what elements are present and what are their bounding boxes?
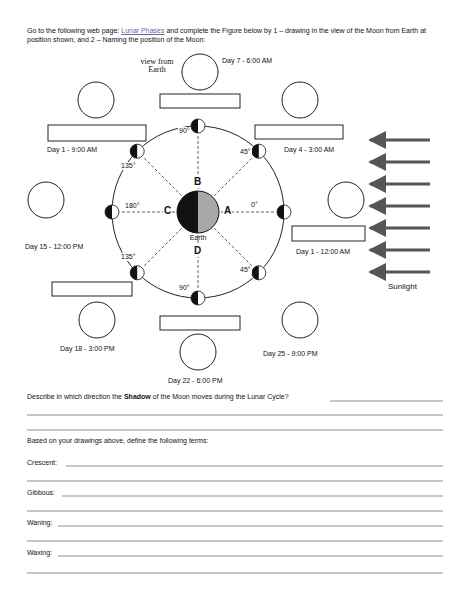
day-label: Day 15 - 12:00 PM bbox=[25, 243, 83, 251]
position-letter: B bbox=[193, 176, 202, 188]
position-letter: A bbox=[223, 205, 232, 217]
answer-lines bbox=[27, 401, 443, 573]
day-label: Day 1 - 9:00 AM bbox=[47, 146, 97, 154]
question-text: Describe in which direction the bbox=[27, 393, 122, 400]
day-label: Day 25 - 9:00 PM bbox=[263, 350, 317, 358]
moon-symbols bbox=[105, 119, 291, 305]
sunlight-arrows bbox=[370, 140, 430, 272]
day-label: Day 4 - 3:00 AM bbox=[284, 146, 334, 154]
question-text: Describe in which direction theShadowof … bbox=[27, 392, 327, 401]
view-label: view from Earth bbox=[133, 58, 181, 75]
instruction-text: Go to the following web page: bbox=[27, 27, 119, 34]
day-label: Day 18 - 3:00 PM bbox=[60, 345, 114, 353]
term-label: Waning: bbox=[27, 519, 52, 527]
instruction-text: Go to the following web page:Lunar Phase… bbox=[27, 26, 447, 45]
term-label: Crescent: bbox=[27, 459, 57, 467]
angle-label: 90° bbox=[178, 284, 191, 292]
day-label: Day 7 - 6:00 AM bbox=[222, 57, 272, 65]
angle-label: 45° bbox=[239, 148, 252, 156]
blank-boxes bbox=[48, 94, 365, 330]
question-text: of the Moon moves during the Lunar Cycle… bbox=[153, 393, 289, 400]
term-label: Gibbous: bbox=[27, 489, 55, 497]
angle-label: 135° bbox=[120, 253, 136, 261]
blank-circles bbox=[28, 54, 364, 370]
sunlight-label: Sunlight bbox=[388, 282, 417, 292]
instruction-text: Lunar Phases bbox=[121, 27, 164, 34]
angle-label: 0° bbox=[250, 201, 259, 209]
earth-label: Earth bbox=[176, 234, 220, 242]
day-label: Day 22 - 6:00 PM bbox=[168, 377, 222, 385]
orbit-circle bbox=[112, 126, 284, 298]
position-letter: D bbox=[193, 245, 202, 257]
angle-label: 90° bbox=[178, 127, 191, 135]
day-label: Day 1 - 12:00 AM bbox=[296, 248, 350, 256]
question-text: Shadow bbox=[124, 393, 151, 400]
term-label: Waxing: bbox=[27, 549, 52, 557]
angle-label: 180° bbox=[124, 202, 140, 210]
earth-symbol bbox=[176, 190, 220, 234]
angle-label: 45° bbox=[239, 266, 252, 274]
position-letter: C bbox=[163, 205, 172, 217]
earth-node: Earth bbox=[176, 190, 220, 242]
angle-lines bbox=[120, 134, 276, 290]
instruction-text: Based on your drawings above, define the… bbox=[27, 437, 208, 445]
angle-label: 135° bbox=[120, 162, 136, 170]
